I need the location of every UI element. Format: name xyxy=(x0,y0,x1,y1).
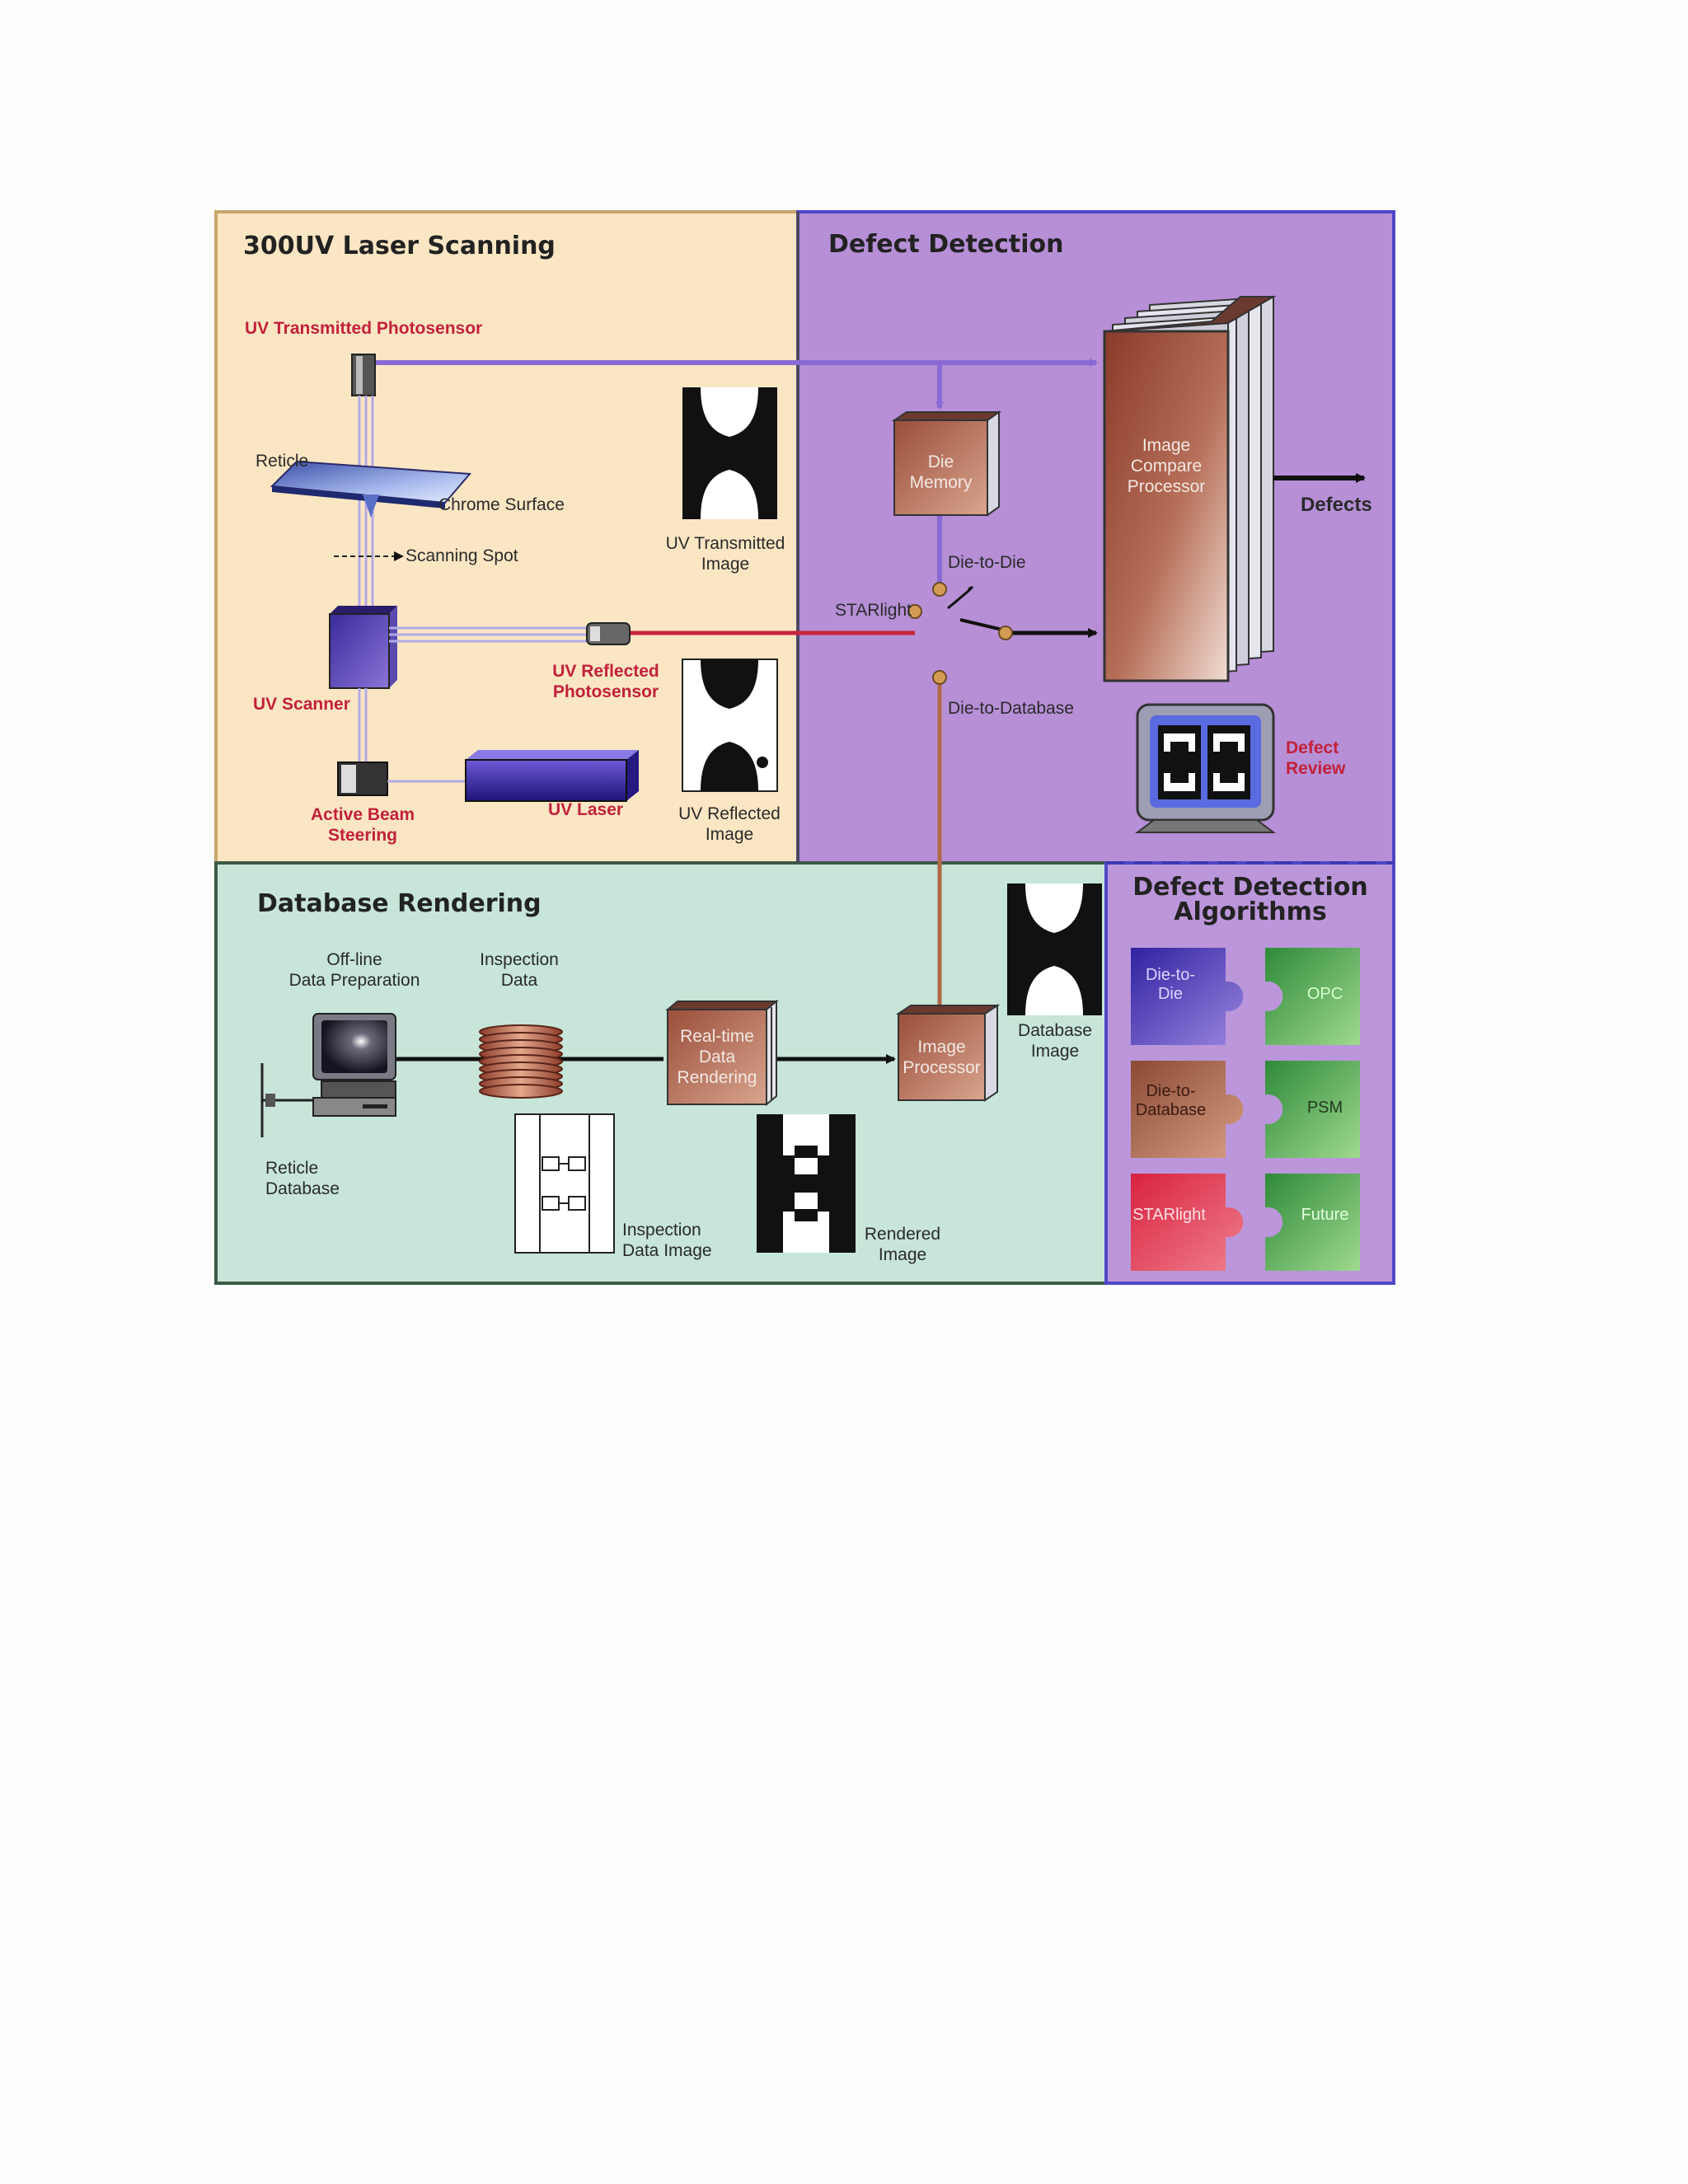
reticle-database-device xyxy=(260,1063,313,1137)
uv-transmitted-photosensor-label: UV Transmitted Photosensor xyxy=(245,319,483,338)
uv-transmitted-image xyxy=(682,387,777,519)
scanning-spot-label: Scanning Spot xyxy=(406,546,518,565)
reticle-plate xyxy=(270,460,472,518)
inspection-data-label: Inspection Data xyxy=(480,950,559,990)
defect-review-label: Defect Review xyxy=(1286,738,1346,778)
image-processor-box xyxy=(895,1004,1001,1102)
starlight-node xyxy=(907,604,922,619)
uv-scanner-device xyxy=(329,606,589,762)
defect-detection-title: Defect Detection xyxy=(828,230,1064,259)
selector-switch xyxy=(959,618,1006,632)
offline-computer xyxy=(312,1013,396,1117)
laser-scanning-title: 300UV Laser Scanning xyxy=(243,232,556,260)
uv-scanner-label: UV Scanner xyxy=(253,695,350,714)
switch-arc xyxy=(947,586,973,610)
algorithm-starlight-label: STARlight xyxy=(1132,1206,1206,1224)
realtime-data-rendering-label: Real-time Data Rendering xyxy=(677,1027,757,1087)
rendered-image-label: Rendered Image xyxy=(864,1225,941,1264)
uv-laser-label: UV Laser xyxy=(548,800,624,819)
algorithm-die-to-die-label: Die-to- Die xyxy=(1145,966,1195,1003)
die-to-database-label: Die-to-Database xyxy=(948,699,1074,718)
algorithm-psm-label: PSM xyxy=(1306,1099,1343,1117)
inspection-data-image xyxy=(514,1113,615,1254)
defect-detection-panel xyxy=(796,210,1395,865)
offline-data-preparation-label: Off-line Data Preparation xyxy=(288,950,420,990)
rendered-image xyxy=(757,1114,856,1253)
defects-label: Defects xyxy=(1301,494,1372,516)
active-beam-steering-label: Active Beam Steering xyxy=(310,805,415,845)
image-processor-label: Image Processor xyxy=(903,1038,981,1077)
die-memory-box xyxy=(891,410,1002,517)
psm-piece xyxy=(1265,1061,1360,1158)
die-to-database-node xyxy=(932,670,947,685)
opc-piece xyxy=(1265,948,1360,1045)
algorithm-die-to-database-label: Die-to- Database xyxy=(1135,1082,1207,1119)
reticle-database-label: Reticle Database xyxy=(265,1159,340,1198)
uv-laser-device xyxy=(465,750,639,802)
die-to-die-piece xyxy=(1131,948,1244,1046)
realtime-data-rendering-box xyxy=(665,999,779,1107)
image-compare-processor-label: Image Compare Processor xyxy=(1127,436,1206,496)
die-to-die-node xyxy=(932,582,947,597)
algorithms-title: Defect Detection Algorithms xyxy=(1132,873,1368,926)
future-piece xyxy=(1265,1174,1360,1271)
reticle-label: Reticle xyxy=(256,452,309,471)
inspection-data-image-label: Inspection Data Image xyxy=(622,1221,712,1260)
database-rendering-title: Database Rendering xyxy=(257,889,542,918)
algorithm-opc-label: OPC xyxy=(1306,985,1343,1003)
uv-transmitted-image-label: UV Transmitted Image xyxy=(665,534,785,574)
starlight-piece xyxy=(1131,1174,1244,1272)
uv-reflected-photosensor-device xyxy=(586,622,631,645)
image-compare-processor xyxy=(1103,295,1277,682)
switch-output-node xyxy=(998,626,1013,640)
algorithm-puzzle xyxy=(1131,948,1360,1272)
uv-reflected-image xyxy=(682,658,778,792)
algorithm-future-label: Future xyxy=(1301,1206,1349,1224)
starlight-label: STARlight xyxy=(835,601,912,620)
die-memory-label: Die Memory xyxy=(909,452,973,492)
defect-review-monitor xyxy=(1135,703,1276,833)
active-beam-steering-device xyxy=(337,762,466,796)
die-to-die-label: Die-to-Die xyxy=(948,553,1026,572)
inspection-data-stack xyxy=(479,1024,563,1099)
uv-reflected-image-label: UV Reflected Image xyxy=(678,804,781,844)
uv-reflected-photosensor-label: UV Reflected Photosensor xyxy=(552,662,659,701)
die-to-database-piece xyxy=(1131,1061,1244,1159)
chrome-surface-label: Chrome Surface xyxy=(438,495,565,514)
database-image-label: Database Image xyxy=(1018,1021,1092,1061)
coil-ring xyxy=(479,1084,563,1099)
database-image xyxy=(1007,883,1102,1015)
